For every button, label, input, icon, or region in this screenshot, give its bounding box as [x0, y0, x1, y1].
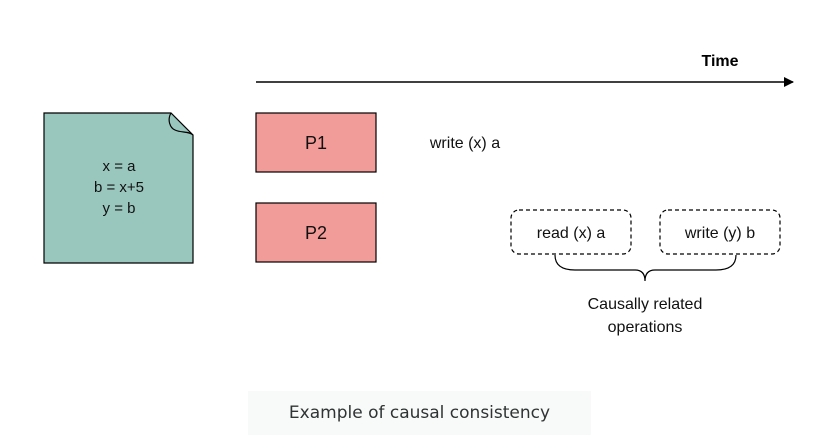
p1-write-operation: write (x) a	[429, 135, 500, 152]
p2-write-label: write (y) b	[684, 225, 755, 242]
note-shape	[43, 112, 194, 264]
time-label: Time	[701, 53, 738, 70]
process-p1-box	[255, 112, 377, 173]
time-axis: Time	[256, 53, 794, 87]
p2-read-operation: read (x) a	[510, 209, 632, 255]
code-note: x = a b = x+5 y = b	[43, 112, 194, 264]
caption-box: Example of causal consistency	[248, 391, 591, 435]
p2-read-label: read (x) a	[537, 225, 606, 242]
process-p1: P1	[255, 112, 377, 173]
note-fold-corner	[168, 112, 194, 136]
code-line-1: x = a	[103, 158, 137, 175]
code-line-2: b = x+5	[94, 179, 144, 196]
p2-write-box	[659, 209, 781, 255]
brace-label-line-1: Causally related	[588, 296, 703, 313]
brace-label-line-2: operations	[608, 319, 683, 336]
process-p2: P2	[255, 202, 377, 263]
p2-write-operation: write (y) b	[659, 209, 781, 255]
process-p1-label: P1	[305, 133, 327, 153]
causal-brace	[554, 254, 737, 282]
process-p2-box	[255, 202, 377, 263]
code-line-3: y = b	[103, 200, 136, 217]
caption-text: Example of causal consistency	[288, 403, 551, 423]
p2-read-box	[510, 209, 632, 255]
process-p2-label: P2	[305, 223, 327, 243]
